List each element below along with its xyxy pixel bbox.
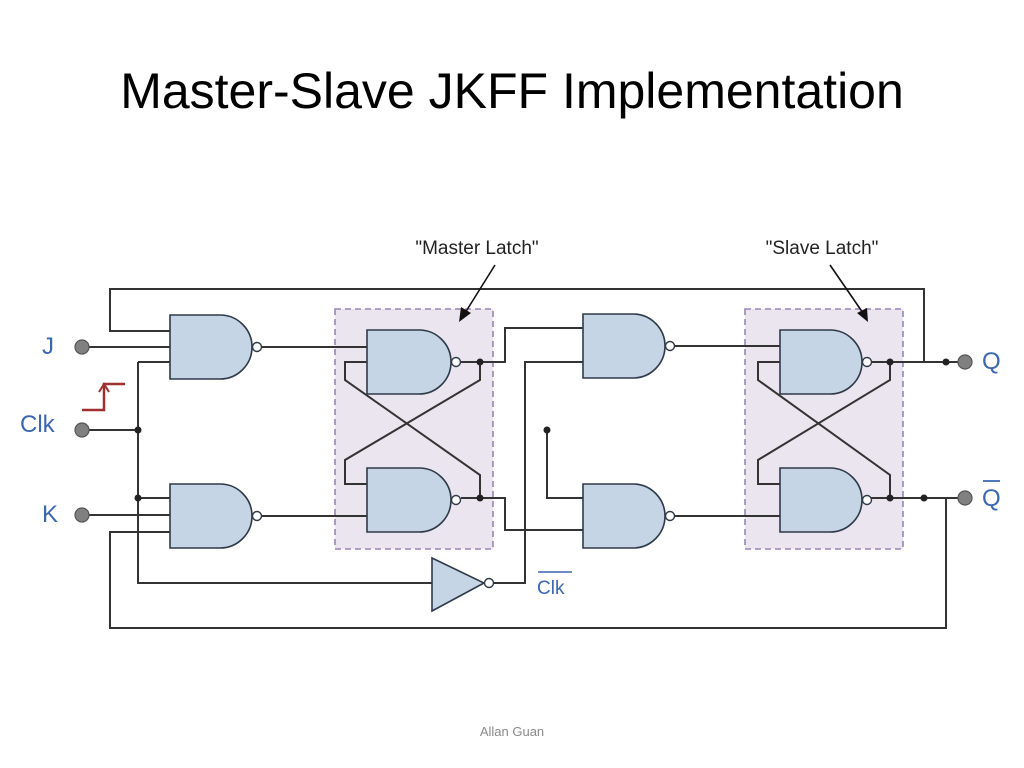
clk-input-terminal: [74, 422, 90, 438]
clk-bar-label: Clk: [537, 578, 565, 599]
clk-input-label: Clk: [20, 411, 56, 438]
q-output-terminal: [957, 354, 973, 370]
q-bar-output-terminal: [957, 490, 973, 506]
input-nand-gate-j: [169, 314, 263, 380]
junctions: [134, 358, 950, 502]
j-input-terminal: [74, 339, 90, 355]
k-input-terminal: [74, 507, 90, 523]
slave-latch-arrow: [829, 264, 868, 322]
master-latch-label: "Master Latch": [415, 238, 538, 259]
j-input-label: J: [42, 333, 54, 360]
slave-latch-nand-gate-top: [779, 329, 873, 395]
q-bar-output-label: Q: [982, 485, 1001, 512]
slide-footer: Allan Guan: [479, 724, 545, 739]
master-nand-gate-top: [366, 329, 462, 395]
k-input-label: K: [42, 501, 58, 528]
input-nand-gate-k: [169, 483, 263, 549]
clock-inverter: [431, 556, 495, 613]
master-nand-gate-bottom: [366, 467, 462, 533]
slave-latch-label: "Slave Latch": [766, 238, 879, 259]
slave-nand-gate-bottom: [582, 483, 676, 549]
rising-edge-icon: [82, 382, 125, 412]
slide-title: Master-Slave JKFF Implementation: [120, 63, 904, 119]
q-output-label: Q: [982, 348, 1001, 375]
master-latch-arrow: [459, 264, 496, 322]
slave-latch-nand-gate-bottom: [779, 467, 873, 533]
slave-nand-gate-top: [582, 313, 676, 379]
